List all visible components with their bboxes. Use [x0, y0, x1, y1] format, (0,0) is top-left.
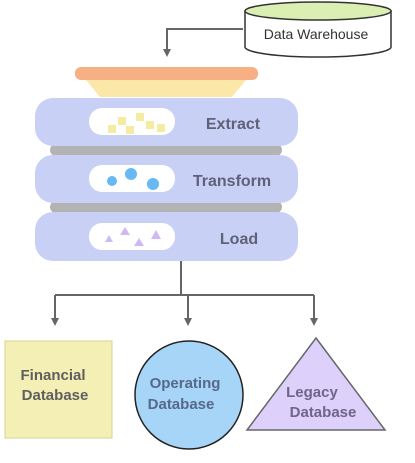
load-marker-window [89, 223, 175, 250]
load-stage: Load [35, 212, 298, 261]
extract-label: Extract [206, 116, 261, 133]
cylinder-body [244, 10, 392, 58]
funnel [75, 67, 258, 97]
stage-separator [50, 144, 282, 156]
data-warehouse-cylinder: Data Warehouse [244, 1, 392, 58]
distribution-connectors [51, 261, 318, 326]
stage-separator [50, 201, 282, 213]
square-markers-icon [108, 113, 165, 134]
triangle-markers-icon [105, 227, 161, 246]
transform-label: Transform [193, 173, 271, 190]
transform-stage: Transform [35, 155, 298, 203]
funnel-body [82, 75, 250, 97]
data-warehouse-label: Data Warehouse [264, 26, 369, 42]
legacy-database-shape [245, 336, 387, 431]
legacy-database: Legacy Database [245, 336, 387, 431]
extract-stage: Extract [35, 98, 298, 146]
operating-database-label-line1: Operating [150, 375, 221, 392]
circle-markers-icon [107, 168, 159, 190]
funnel-rim [75, 67, 258, 80]
operating-database-label-line2: Database [148, 396, 215, 413]
financial-database-label-line1: Financial [20, 367, 85, 384]
financial-database-label-line2: Database [22, 387, 89, 404]
financial-database: Financial Database [4, 340, 113, 439]
cylinder-top [244, 1, 392, 21]
load-label: Load [220, 231, 258, 248]
legacy-database-label-line1: Legacy [286, 384, 338, 401]
warehouse-to-funnel-arrow [163, 28, 243, 57]
financial-database-shape [4, 340, 113, 439]
operating-database: Operating Database [134, 340, 244, 450]
legacy-database-label-line2: Database [290, 404, 357, 421]
operating-database-shape [134, 340, 244, 450]
